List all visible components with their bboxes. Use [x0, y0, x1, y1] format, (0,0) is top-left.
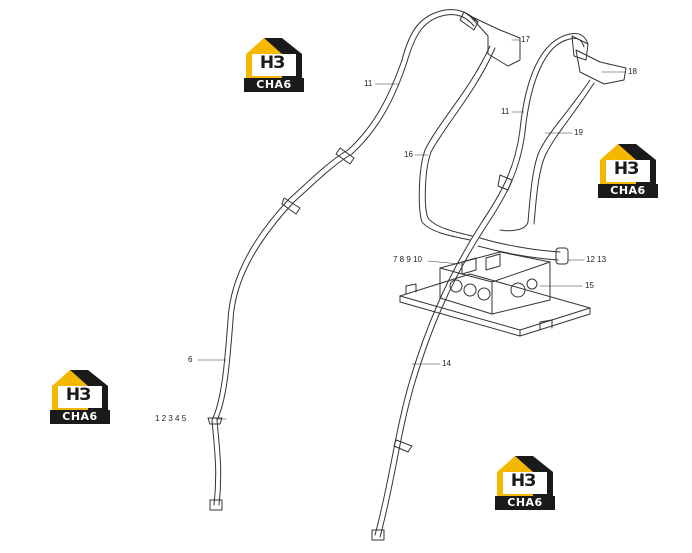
logo-word: CHA6	[256, 78, 292, 91]
bracket-18	[575, 49, 627, 85]
clamp-upper-left	[281, 197, 301, 215]
callout-6: 6	[188, 355, 193, 364]
watermark-logo: НЗ CHA6	[50, 366, 112, 426]
control-valve-block	[439, 251, 551, 315]
coupler-11-right	[497, 174, 513, 191]
callout-15: 15	[585, 281, 594, 290]
logo-word: CHA6	[610, 184, 646, 197]
logo-letters: НЗ	[259, 53, 285, 73]
leader-lines	[197, 39, 627, 420]
clamp-14	[393, 439, 413, 453]
fitting-12-13	[555, 247, 569, 265]
callout-12-13: 12 13	[586, 255, 607, 264]
mounting-plate-15	[399, 273, 591, 337]
watermark-logo: НЗ CHA6	[598, 140, 660, 200]
watermark-logo: НЗ CHA6	[495, 452, 557, 512]
hose-left	[211, 9, 479, 506]
callout-14: 14	[442, 359, 451, 368]
pipe-12-13	[479, 237, 561, 253]
callout-11-right: 11	[501, 107, 510, 116]
hose-16	[418, 45, 491, 241]
logo-word: CHA6	[62, 410, 98, 423]
callout-18: 18	[628, 67, 637, 76]
logo-word: CHA6	[507, 496, 543, 509]
fitting-14-bottom	[371, 529, 385, 541]
watermark-logo: НЗ CHA6	[244, 34, 306, 94]
bracket-17	[469, 15, 521, 67]
callout-19: 19	[574, 128, 583, 137]
hose-19	[499, 79, 591, 232]
clamp-12345	[207, 417, 223, 425]
callout-16: 16	[404, 150, 413, 159]
logo-letters: НЗ	[510, 471, 536, 491]
callout-7-8-9-10: 7 8 9 10	[393, 255, 422, 264]
coupler-11-left	[335, 147, 355, 165]
logo-letters: НЗ	[613, 159, 639, 179]
logo-letters: НЗ	[65, 385, 91, 405]
callout-1-2-3-4-5: 1 2 3 4 5	[155, 414, 187, 423]
fitting-6-bottom	[209, 499, 223, 511]
callout-11-left: 11	[364, 79, 373, 88]
callout-17: 17	[521, 35, 530, 44]
hose-14-11-right	[374, 33, 589, 536]
